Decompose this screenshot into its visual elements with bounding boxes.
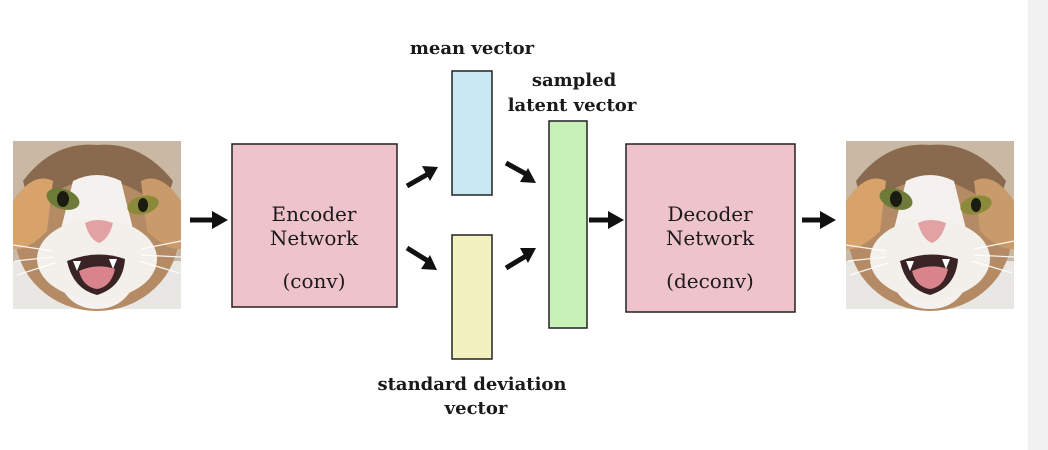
std-vector-label-line1: standard deviation bbox=[377, 374, 566, 395]
encoder-box bbox=[231, 143, 398, 308]
latent-vector-label-line2: latent vector bbox=[508, 95, 637, 116]
latent-vector-label-line1: sampled bbox=[532, 70, 617, 91]
std-vector-label-line2: vector bbox=[444, 398, 508, 419]
decoder-label-line1: Decoder bbox=[667, 202, 753, 226]
encoder-label-line1: Encoder bbox=[272, 202, 357, 226]
decoder-label-line2: Network bbox=[666, 226, 755, 250]
arrow-input-to-encoder bbox=[190, 211, 228, 229]
encoder-label-line2: Network bbox=[270, 226, 359, 250]
arrow-encoder-to-std bbox=[405, 245, 437, 270]
mean-vector-box bbox=[451, 70, 493, 196]
input-cat-image bbox=[12, 140, 182, 312]
arrow-std-to-latent bbox=[504, 248, 536, 271]
std-vector-box bbox=[451, 234, 493, 360]
arrow-latent-to-decoder bbox=[589, 211, 624, 229]
decoder-label-line3: (deconv) bbox=[666, 269, 754, 293]
mean-vector-label: mean vector bbox=[410, 38, 535, 59]
right-edge-strip bbox=[1028, 0, 1048, 450]
arrow-mean-to-latent bbox=[504, 160, 536, 183]
arrow-decoder-to-output bbox=[802, 211, 836, 229]
output-cat-image bbox=[845, 140, 1015, 312]
decoder-box bbox=[625, 143, 796, 313]
encoder-label-line3: (conv) bbox=[282, 269, 345, 293]
arrow-encoder-to-mean bbox=[405, 166, 438, 189]
latent-vector-box bbox=[548, 120, 588, 329]
